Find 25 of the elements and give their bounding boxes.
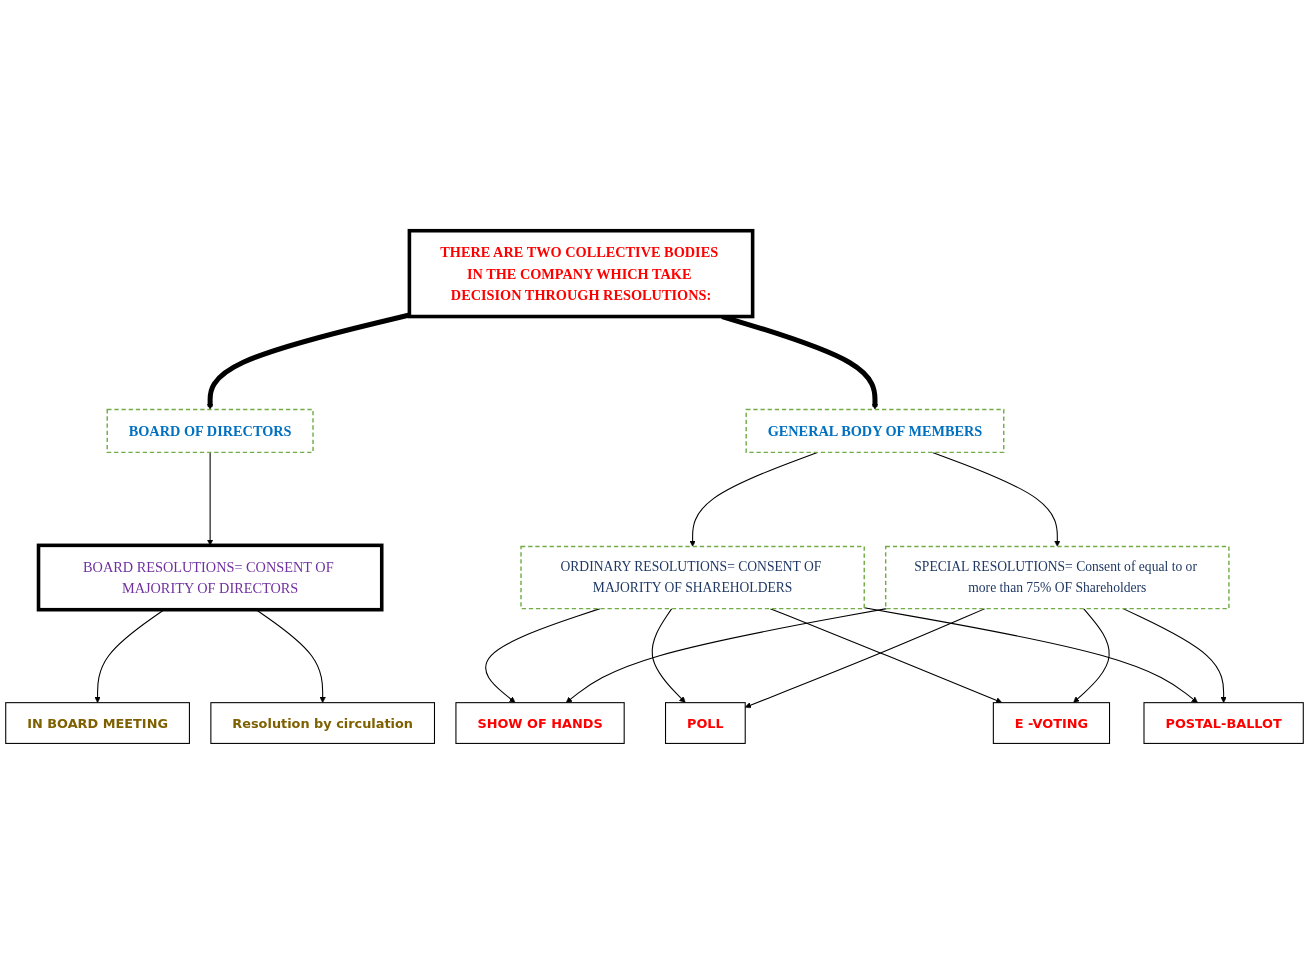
node-box: GENERAL BODY OF MEMBERS <box>745 408 1005 454</box>
node-box: BOARD RESOLUTIONS= CONSENT OF MAJORITY OF DIRECTORS <box>36 543 384 612</box>
arrow <box>485 608 601 703</box>
node-box: E -VOTING <box>992 702 1111 744</box>
arrow <box>207 312 410 410</box>
node-box: BOARD OF DIRECTORS <box>106 408 314 454</box>
arrow <box>689 451 818 547</box>
node-box: SPECIAL RESOLUTIONS= Consent of equal to or more than 75% OF Shareholders <box>884 545 1230 610</box>
node-box: POSTAL-BALLOT <box>1143 702 1304 744</box>
node-box: SHOW OF HANDS <box>455 702 625 744</box>
arrow <box>207 451 214 546</box>
arrow <box>932 451 1061 547</box>
arrow <box>769 608 1003 704</box>
arrow <box>651 608 686 703</box>
arrow <box>863 607 1198 703</box>
arrow <box>94 609 165 703</box>
node-box: ORDINARY RESOLUTIONS= CONSENT OF MAJORITY OF SHAREHOLDERS <box>520 545 865 610</box>
arrow <box>565 608 888 703</box>
node-box: THERE ARE TWO COLLECTIVE BODIES IN THE COMPANY WHICH TAKE DECISION THROUGH RESOLUTIONS: <box>407 228 755 319</box>
arrow <box>1122 608 1227 703</box>
arrow <box>1073 608 1110 703</box>
node-box: IN BOARD MEETING <box>5 702 190 744</box>
node-box: POLL <box>665 702 746 744</box>
node-box: Resolution by circulation <box>210 702 435 744</box>
arrow <box>255 609 326 703</box>
